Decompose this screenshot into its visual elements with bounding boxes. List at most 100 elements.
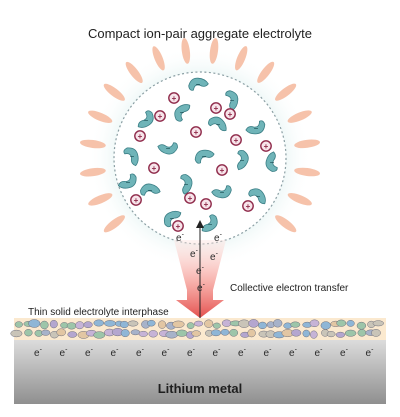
solvent-ray bbox=[125, 61, 143, 83]
electron-label: e- bbox=[289, 347, 298, 360]
anion-charge-label: − bbox=[180, 108, 185, 117]
electron-path-arrowhead bbox=[196, 220, 204, 228]
cation-charge-label: + bbox=[234, 136, 239, 145]
sei-particle bbox=[310, 330, 318, 339]
anion-charge-label: − bbox=[202, 152, 207, 161]
sei-particle bbox=[93, 319, 105, 327]
sei-particle bbox=[335, 331, 346, 338]
cation-charge-label: + bbox=[204, 200, 209, 209]
anion-icon bbox=[140, 183, 161, 196]
anion-icon bbox=[225, 90, 239, 111]
cation-icon bbox=[172, 220, 184, 232]
anion-icon bbox=[174, 104, 191, 122]
anion-icon bbox=[180, 174, 193, 195]
sei-particle bbox=[320, 321, 331, 330]
cation-icon bbox=[230, 134, 242, 146]
anion-charge-label: − bbox=[208, 220, 213, 229]
anion-icon bbox=[163, 210, 182, 228]
solvent-ray bbox=[80, 167, 106, 177]
sei-particle bbox=[148, 330, 158, 338]
electron-transfer-label: Collective electron transfer bbox=[230, 283, 349, 294]
sei-particle bbox=[346, 320, 355, 327]
sei-particle bbox=[326, 331, 336, 338]
lithium-metal-slab bbox=[14, 340, 386, 404]
solvent-ray bbox=[79, 139, 106, 149]
sei-particle bbox=[344, 329, 357, 337]
cation-icon bbox=[224, 108, 236, 120]
cation-icon bbox=[130, 194, 142, 206]
cation-icon bbox=[242, 200, 254, 212]
anion-charge-label: − bbox=[230, 96, 235, 105]
anion-charge-label: − bbox=[170, 214, 175, 223]
sei-particle bbox=[119, 320, 129, 329]
anion-icon bbox=[194, 149, 215, 164]
sei-particle bbox=[247, 328, 256, 338]
sei-particle bbox=[93, 331, 106, 339]
sei-particle bbox=[220, 328, 230, 336]
sei-particle bbox=[302, 329, 311, 338]
anion-charge-label: − bbox=[240, 156, 245, 165]
sei-particle bbox=[66, 322, 77, 330]
anion-icon bbox=[157, 142, 178, 155]
anion-icon bbox=[245, 120, 266, 135]
cation-charge-label: + bbox=[134, 196, 139, 205]
anion-icon bbox=[188, 77, 209, 91]
sei-particle bbox=[41, 329, 51, 336]
anion-icon bbox=[248, 188, 266, 205]
sei-particle bbox=[248, 319, 259, 328]
sei-particle bbox=[191, 330, 201, 337]
cation-charge-label: + bbox=[152, 164, 157, 173]
anion-charge-label: − bbox=[216, 120, 221, 129]
sei-particle bbox=[194, 320, 204, 327]
sei-particle bbox=[14, 321, 23, 328]
electron-label: e- bbox=[214, 232, 223, 245]
anion-icon bbox=[117, 173, 137, 189]
sei-particle bbox=[357, 329, 367, 337]
solvent-ray bbox=[209, 37, 219, 64]
anion-charge-label: − bbox=[184, 180, 189, 189]
electron-label: e- bbox=[213, 347, 222, 360]
sei-particle bbox=[127, 320, 139, 327]
electron-label: e- bbox=[85, 347, 94, 360]
cation-icon bbox=[190, 126, 202, 138]
anion-charge-label: − bbox=[148, 186, 153, 195]
electron-label: e- bbox=[196, 265, 205, 278]
electron-label: e- bbox=[197, 282, 206, 295]
sei-particle bbox=[28, 319, 41, 328]
electron-label: e- bbox=[176, 232, 185, 245]
sei-particle bbox=[176, 329, 188, 337]
cation-charge-label: + bbox=[158, 112, 163, 121]
sei-particle bbox=[10, 329, 23, 338]
anion-charge-label: − bbox=[270, 158, 275, 167]
electron-label: e- bbox=[340, 347, 349, 360]
solvent-ray bbox=[88, 110, 113, 123]
title-label: Compact ion-pair aggregate electrolyte bbox=[88, 26, 312, 41]
sei-particle bbox=[290, 321, 301, 328]
solvent-ray bbox=[103, 83, 125, 101]
solvent-ray bbox=[287, 193, 312, 206]
anion-icon bbox=[208, 116, 227, 132]
sei-particle bbox=[212, 322, 221, 329]
anion-charge-label: − bbox=[126, 178, 131, 187]
cation-icon bbox=[134, 130, 146, 142]
cation-icon bbox=[184, 192, 196, 204]
sei-particle bbox=[229, 328, 239, 337]
sei-particle bbox=[204, 319, 214, 328]
cation-icon bbox=[200, 198, 212, 210]
lithium-metal-label: Lithium metal bbox=[158, 381, 243, 396]
cation-charge-label: + bbox=[220, 166, 225, 175]
sei-particle bbox=[147, 319, 156, 327]
arrow-electrons: e-e-e-e-e-e- bbox=[176, 232, 223, 295]
solvent-ray bbox=[181, 38, 191, 64]
electron-label: e- bbox=[111, 347, 120, 360]
metal-electrons: e-e-e-e-e-e-e-e-e-e-e-e-e-e- bbox=[34, 347, 374, 360]
anion-icon bbox=[265, 151, 278, 172]
sei-particle bbox=[104, 320, 116, 327]
sei-particle bbox=[258, 321, 267, 330]
sei-particle bbox=[24, 329, 33, 337]
cation-icon bbox=[260, 140, 272, 152]
solvent-ray bbox=[275, 83, 297, 101]
cation-charge-label: + bbox=[138, 132, 143, 141]
sei-particle bbox=[120, 329, 130, 338]
solvent-ray bbox=[275, 215, 297, 233]
